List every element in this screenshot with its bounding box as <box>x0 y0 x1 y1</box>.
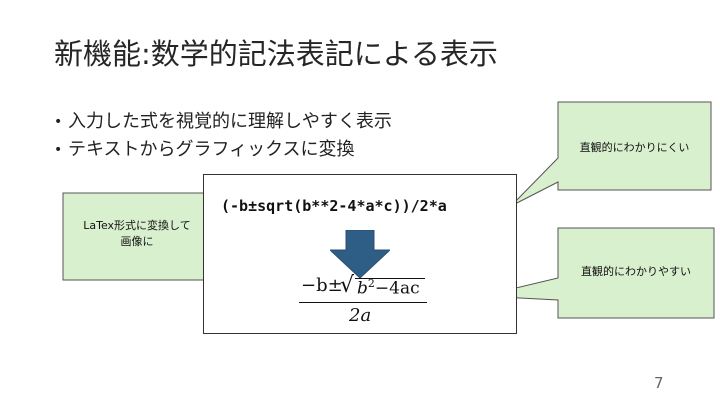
page-number: 7 <box>654 374 664 392</box>
bullet-text: 入力した式を視覚的に理解しやすく表示 <box>68 111 392 132</box>
formula-numerator-prefix: −b± <box>301 275 343 296</box>
top-right-callout-text: 直観的にわかりにくい <box>579 141 690 154</box>
bottom-right-callout-shape <box>481 227 715 319</box>
radicand-exponent: 2 <box>367 277 375 290</box>
slide-title: 新機能:数学的記法表記による表示 <box>54 37 498 71</box>
down-arrow-icon <box>330 230 390 278</box>
left-callout-line: LaTex形式に変換して <box>83 219 191 232</box>
radicand-rest: −4ac <box>374 278 420 299</box>
bullet-item: • テキストからグラフィックスに変換 <box>54 136 392 164</box>
top-right-callout-shape <box>510 101 712 207</box>
formula-denominator: 2a <box>349 305 372 326</box>
bullet-list: • 入力した式を視覚的に理解しやすく表示 • テキストからグラフィックスに変換 <box>54 108 392 164</box>
code-expression: (-b±sqrt(b**2-4*a*c))/2*a <box>221 197 447 215</box>
left-callout-text: LaTex形式に変換して 画像に <box>63 218 211 250</box>
left-callout-line: 画像に <box>120 235 154 248</box>
bullet-dot-icon: • <box>54 142 63 158</box>
bottom-right-callout-text: 直観的にわかりやすい <box>581 265 691 278</box>
fraction-bar <box>299 302 427 303</box>
radicand-b: b <box>357 278 368 299</box>
bullet-dot-icon: • <box>54 114 63 130</box>
sqrt-symbol-icon: √ <box>340 273 355 298</box>
rendered-formula: −b± √ b2−4ac 2a <box>299 273 429 327</box>
bullet-item: • 入力した式を視覚的に理解しやすく表示 <box>54 108 392 136</box>
formula-radicand: b2−4ac <box>357 277 420 299</box>
sqrt-overline <box>355 278 425 279</box>
conversion-box: (-b±sqrt(b**2-4*a*c))/2*a −b± √ b2−4ac 2… <box>203 174 517 334</box>
bullet-text: テキストからグラフィックスに変換 <box>68 139 355 160</box>
